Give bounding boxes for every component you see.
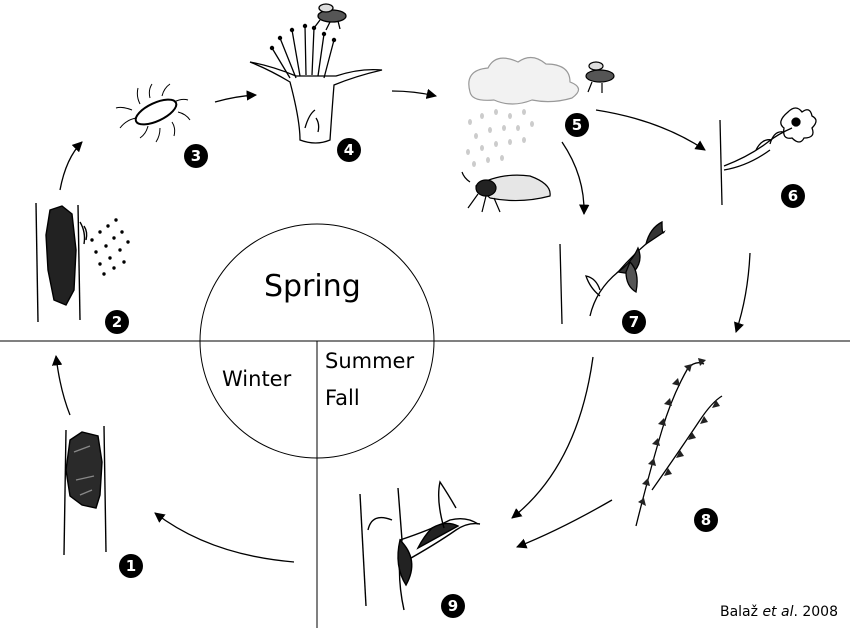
- bee-icon: [585, 61, 615, 93]
- wilted-shoot-icon: [559, 220, 666, 325]
- arrow-5-to-6: [595, 109, 706, 151]
- credit-year: . 2008: [793, 604, 838, 620]
- stage-number-7: 7: [629, 313, 639, 331]
- season-spring-label: Spring: [264, 269, 361, 304]
- season-summer-label: Summer: [325, 349, 414, 373]
- stage-badge-9: 9: [441, 594, 465, 618]
- stage-number-6: 6: [788, 187, 798, 205]
- stage-badge-8: 8: [694, 508, 718, 532]
- season-fall-label: Fall: [325, 386, 360, 410]
- credit-author: Balaž: [719, 604, 758, 620]
- stage-badge-2: 2: [105, 310, 129, 334]
- stage-number-1: 1: [126, 557, 136, 575]
- arrow-7-to-9: [511, 356, 594, 519]
- season-winter-label: Winter: [222, 367, 292, 391]
- arrow-3-to-4: [214, 90, 258, 103]
- season-circle: [199, 223, 435, 459]
- stage-badge-1: 1: [119, 554, 143, 578]
- arrow-4-to-5: [391, 88, 438, 99]
- stage-number-3: 3: [191, 147, 201, 165]
- stage-number-9: 9: [448, 597, 458, 615]
- stage-badge-5: 5: [565, 113, 589, 137]
- stage-number-8: 8: [701, 511, 711, 529]
- stage-badges: 1 2 3 4 5 6 7 8: [105, 113, 805, 618]
- rain-cloud-bee-insect-icon: [461, 56, 615, 213]
- flower-with-bee-icon: [249, 3, 383, 144]
- stage-number-2: 2: [112, 313, 122, 331]
- shepherds-crook-shoot-icon: [635, 358, 723, 527]
- source-credit: Balaž et al. 2008: [720, 604, 838, 620]
- stage-number-5: 5: [572, 116, 582, 134]
- stage-badge-6: 6: [781, 184, 805, 208]
- bark-lesion-icon: [63, 425, 107, 556]
- infected-blossom-icon: [719, 107, 817, 206]
- arrow-5-to-7: [561, 141, 590, 216]
- stage-badge-3: 3: [184, 144, 208, 168]
- stage-badge-4: 4: [337, 138, 361, 162]
- arrow-9-to-1: [154, 512, 295, 563]
- arrow-8-to-9: [516, 499, 613, 549]
- cankered-branch-icon: [359, 480, 481, 611]
- arrow-6-to-8: [734, 252, 751, 333]
- stage-badge-7: 7: [622, 310, 646, 334]
- stage-number-4: 4: [344, 141, 354, 159]
- arrow-1-to-2: [51, 354, 71, 416]
- bacterium-icon: [115, 83, 191, 143]
- cycle-arrows: [51, 88, 751, 563]
- bee-icon: [313, 3, 347, 31]
- oozing-canker-icon: [35, 202, 130, 323]
- insect-icon: [461, 171, 551, 213]
- credit-etal: et al: [762, 604, 794, 620]
- arrow-2-to-3: [59, 141, 83, 191]
